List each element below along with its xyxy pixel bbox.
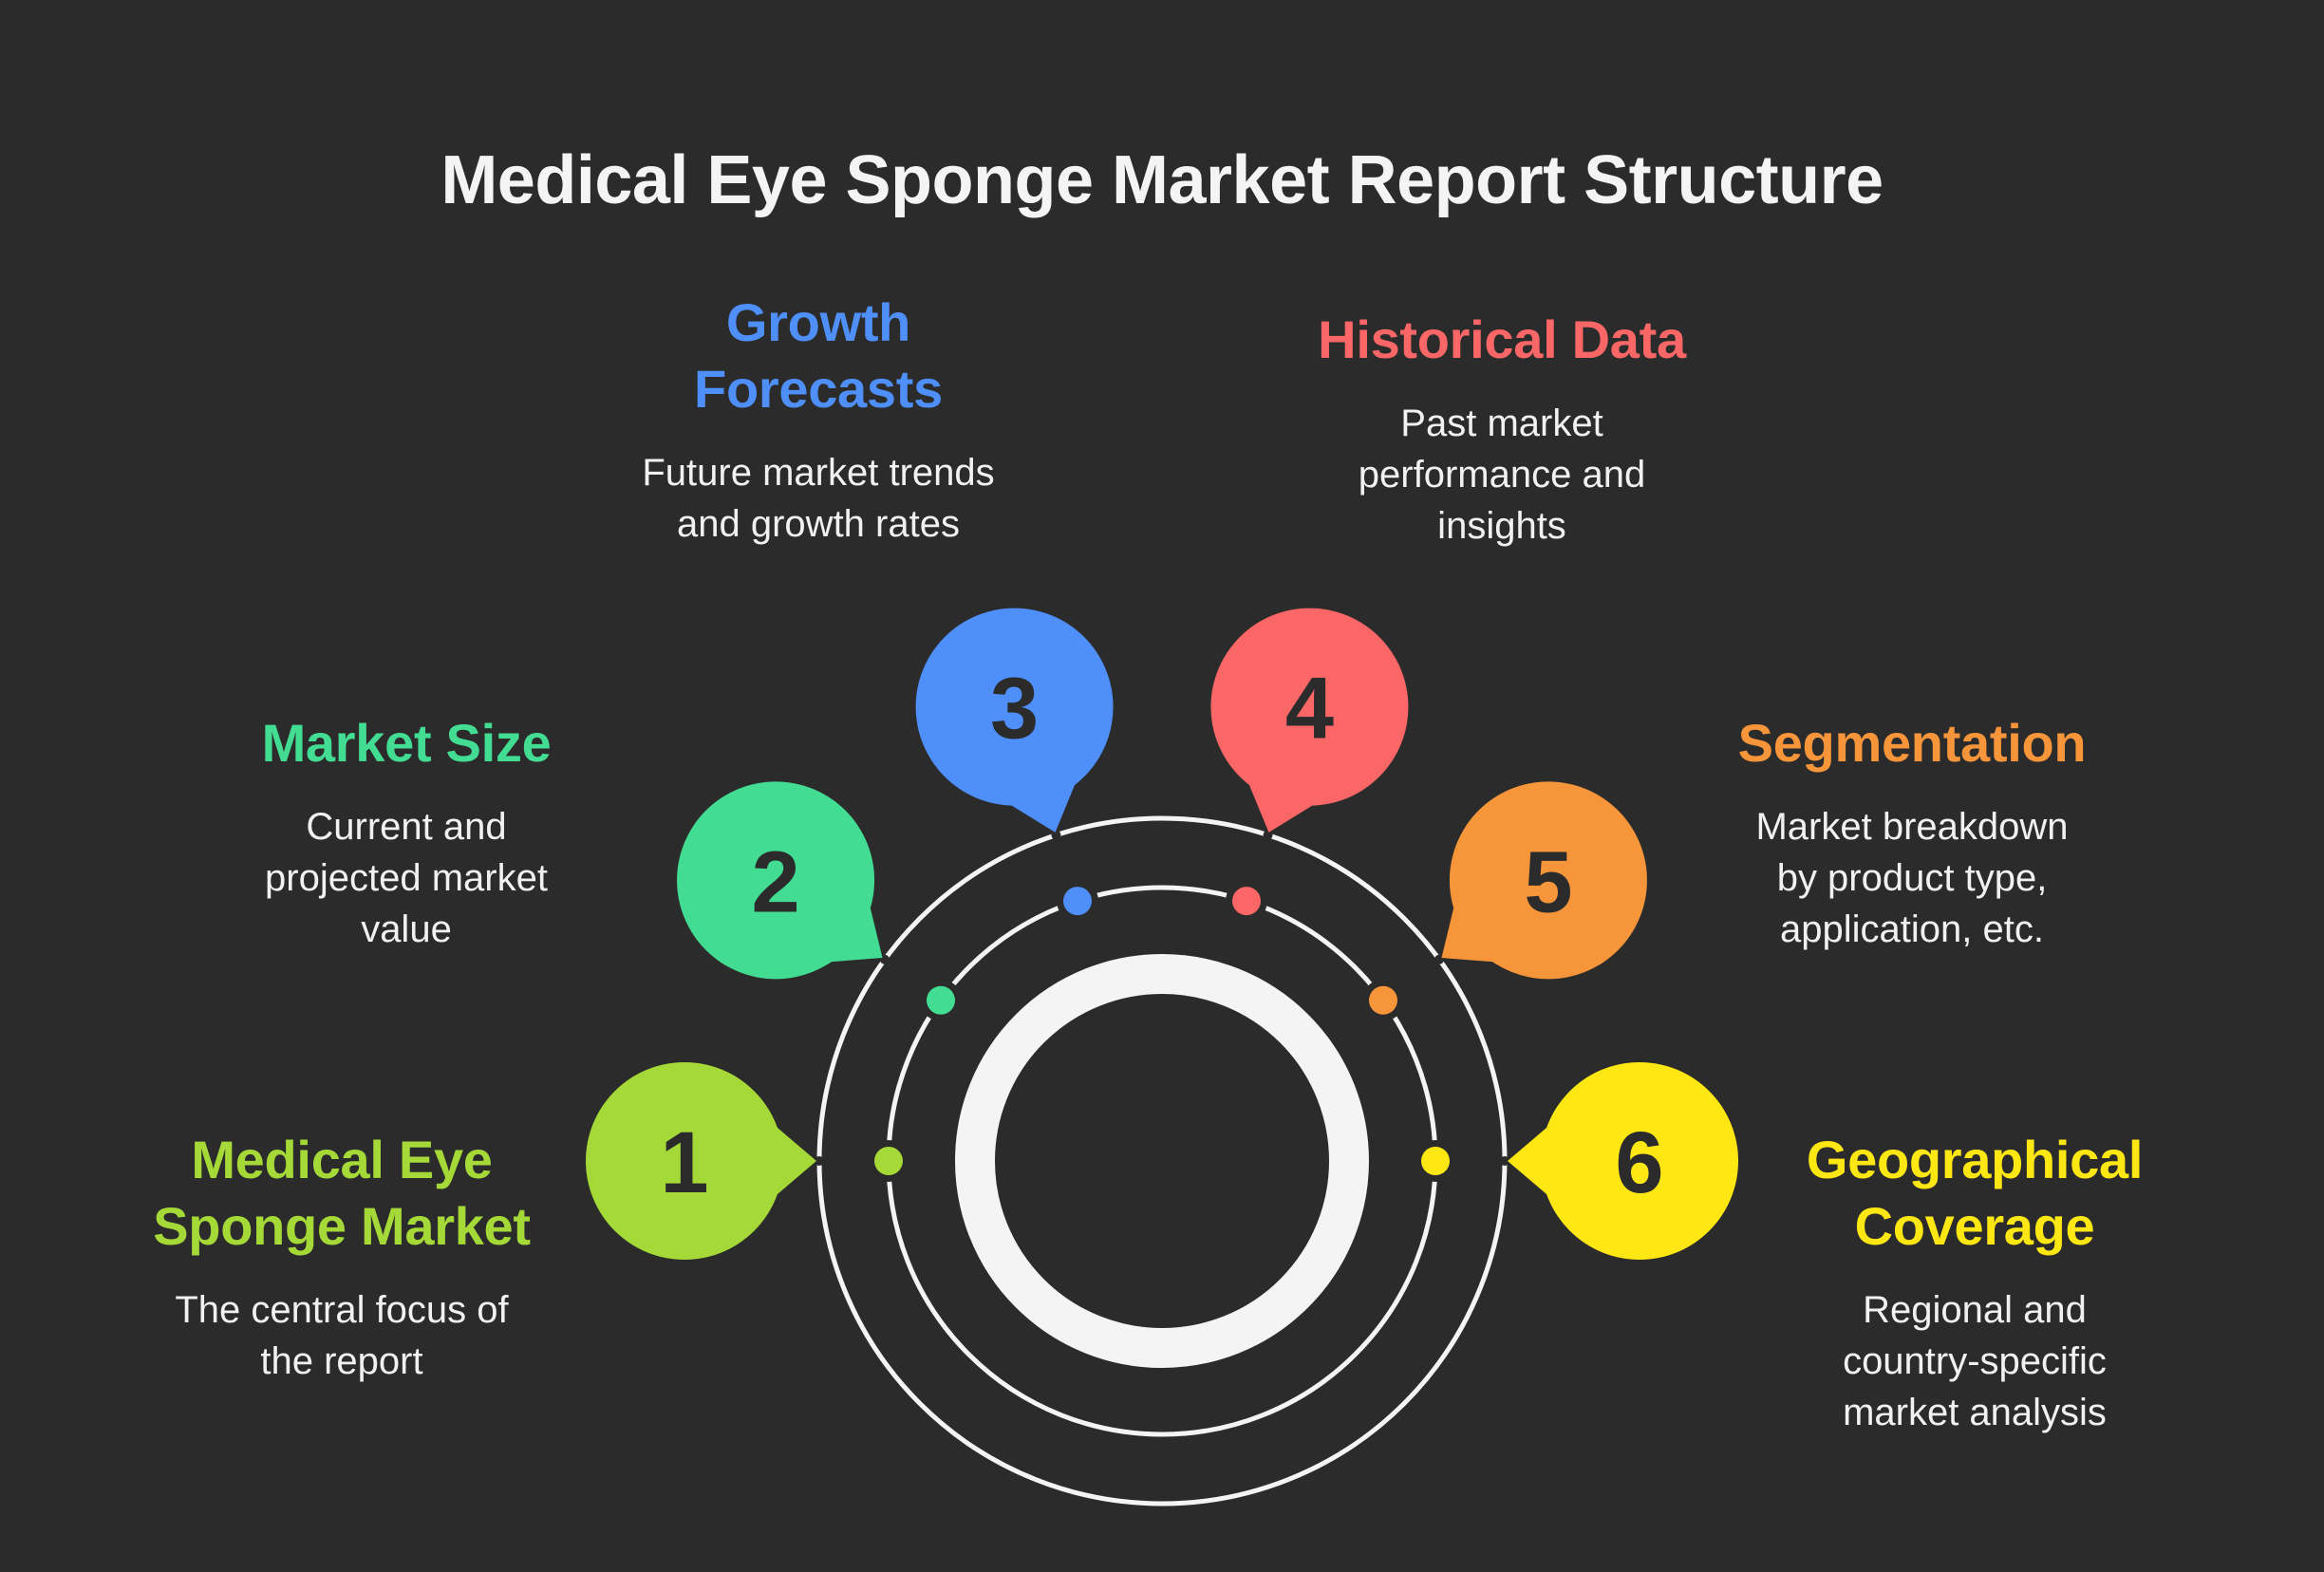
number-bubble-3 [915,608,1114,806]
bubble-pointer-6 [1508,1122,1553,1200]
item-description: The central focus of the report [175,1289,509,1382]
item-heading: Historical Data [1318,309,1686,369]
step-number-1: 1 [660,1114,708,1211]
item-description: Past market performance and insights [1358,402,1646,547]
marker-dot-1 [874,1147,903,1175]
ring-notch [1263,830,1273,840]
step-number-4: 4 [1285,661,1334,758]
item-heading: Medical Eye Sponge Market [153,1130,531,1256]
marker-dot-6 [1421,1147,1450,1175]
step-number-5: 5 [1524,833,1572,930]
ring-notch [879,954,890,964]
item-block-segmentation: Segmentation Market breakdown by product… [1738,710,2087,955]
item-block-market-size: Market Size Current and projected market… [262,710,552,955]
item-block-medical-eye-sponge-market: Medical Eye Sponge Market The central fo… [153,1127,531,1387]
item-description: Future market trends and growth rates [642,452,995,545]
item-heading: Market Size [261,713,552,773]
bubble-pointer-1 [771,1122,816,1200]
step-number-3: 3 [990,661,1039,758]
ring-notch [1051,830,1061,840]
item-block-growth-forecasts: Growth Forecasts Future market trends an… [642,290,994,550]
number-bubble-2 [677,781,875,980]
step-number-2: 2 [751,833,799,930]
page-title: Medical Eye Sponge Market Report Structu… [440,142,1884,218]
item-description: Market breakdown by product type, applic… [1755,806,2069,950]
number-bubble-6 [1541,1062,1738,1260]
marker-dot-2 [927,985,956,1015]
number-bubble-1 [586,1062,783,1260]
center-ring [955,954,1369,1368]
number-bubble-5 [1449,781,1647,980]
step-number-6: 6 [1615,1114,1663,1211]
marker-dot-5 [1368,985,1397,1015]
item-block-geographical-coverage: Geographical Coverage Regional and count… [1806,1127,2144,1438]
item-heading: Segmentation [1737,713,2087,773]
ring-notch [1434,954,1445,964]
item-heading: Geographical Coverage [1806,1130,2144,1256]
marker-dot-4 [1231,887,1261,916]
outer-ring [816,815,1508,1506]
ring-notch [1500,1156,1509,1166]
item-block-historical-data: Historical Data Past market performance … [1318,307,1686,552]
item-description: Current and projected market value [265,806,548,950]
item-description: Regional and country-specific market ana… [1843,1289,2107,1433]
number-bubble-4 [1210,608,1409,806]
ring-notch [815,1156,824,1166]
marker-dot-3 [1063,887,1093,916]
item-heading: Growth Forecasts [694,292,943,419]
